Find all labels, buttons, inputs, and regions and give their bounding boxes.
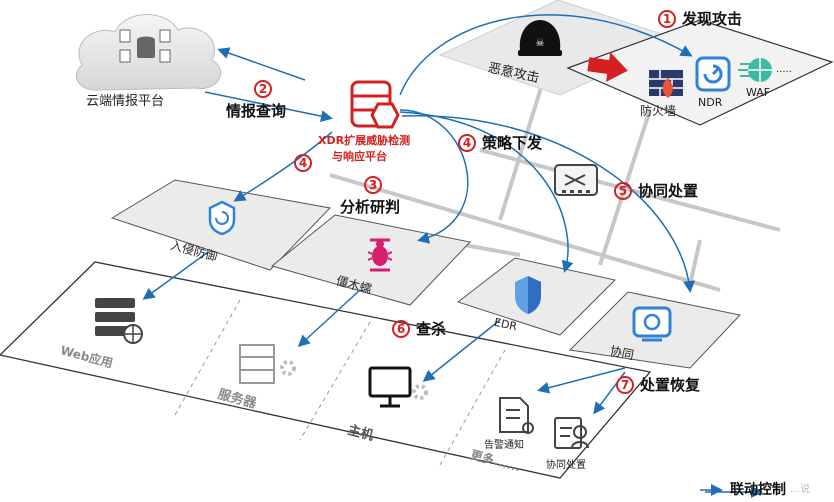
step-2-number: 2 xyxy=(254,80,272,98)
edr-shield-icon xyxy=(515,276,541,314)
asset-dividers xyxy=(174,299,506,466)
server-icon xyxy=(239,344,296,384)
step-5-number: 5 xyxy=(614,181,632,200)
ndr-label: NDR xyxy=(698,96,723,109)
intrusion-icon xyxy=(208,200,236,236)
switch-icon xyxy=(554,164,598,196)
step-5: 5 协同处置 xyxy=(614,180,698,201)
attack-red-arrow xyxy=(587,52,628,82)
ndr-icon xyxy=(695,56,731,92)
xdr-title-line2: 与响应平台 xyxy=(332,150,387,163)
host-monitor-icon xyxy=(368,366,428,408)
watermark: …说 xyxy=(790,484,810,495)
database-icon xyxy=(119,29,171,63)
collab-handle-label: 协同处置 xyxy=(546,460,586,471)
step-3: 3 分析研判 xyxy=(340,176,400,217)
step-4-label: 策略下发 xyxy=(482,134,543,152)
step-4: 4 策略下发 xyxy=(458,132,542,153)
step-7-label: 处置恢复 xyxy=(640,376,701,394)
step-1: 1 发现攻击 xyxy=(658,8,742,29)
collab-icon xyxy=(632,306,672,342)
web-server-icon xyxy=(95,298,143,344)
step-4b-number: 4 xyxy=(294,154,312,172)
alert-document-icon xyxy=(499,397,534,434)
asset-board xyxy=(0,261,652,479)
hacker-icon: ☠ xyxy=(518,20,562,56)
cloud-label: 云端情报平台 xyxy=(86,94,165,109)
step-3-number: 3 xyxy=(364,176,382,194)
alert-label: 告警通知 xyxy=(484,440,524,451)
firewall-label: 防火墙 xyxy=(640,104,677,118)
step-1-label: 发现攻击 xyxy=(682,10,743,28)
step-6-label: 查杀 xyxy=(416,320,447,338)
waf-more-label: ..... xyxy=(776,64,792,75)
bug-icon xyxy=(367,238,393,272)
xdr-platform-icon xyxy=(350,80,400,129)
step-3-label: 分析研判 xyxy=(340,198,401,216)
step-6: 6 查杀 xyxy=(392,318,446,339)
step-7: 7 处置恢复 xyxy=(616,374,700,395)
step-7-number: 7 xyxy=(616,375,634,394)
waf-label: WAF xyxy=(746,86,771,99)
xdr-title-line1: XDR扩展威胁检测 xyxy=(318,134,411,147)
step-5-label: 协同处置 xyxy=(638,182,699,200)
waf-icon xyxy=(738,58,772,82)
svg-text:☠: ☠ xyxy=(536,38,545,49)
step-1-number: 1 xyxy=(658,9,676,28)
step-2: 2 情报查询 xyxy=(226,80,286,121)
step-4-number: 4 xyxy=(458,133,476,152)
step-2-label: 情报查询 xyxy=(226,102,287,120)
firewall-icon xyxy=(649,70,683,98)
step-6-number: 6 xyxy=(392,319,410,338)
collab-handle-icon xyxy=(554,417,589,449)
legend-label: 联动控制 xyxy=(730,482,786,498)
